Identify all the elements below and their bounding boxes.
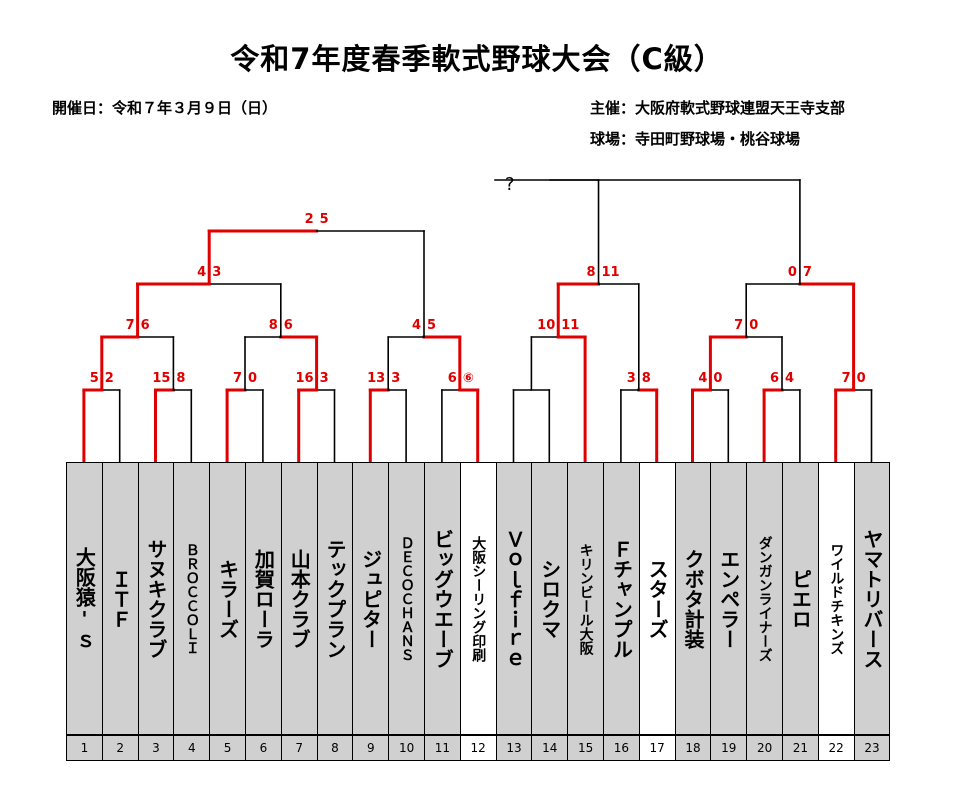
- team-number-8: 8: [316, 735, 354, 761]
- team-name-7: 山本クラブ: [280, 462, 318, 735]
- team-number-19: 19: [710, 735, 748, 761]
- team-name-16: Ｆチャンプル: [603, 462, 640, 735]
- team-name-13: Ｖｏｌｆｉｒｅ: [495, 462, 533, 735]
- team-name-21: ピエロ: [782, 462, 819, 735]
- team-number-11: 11: [424, 735, 461, 761]
- team-number-9: 9: [352, 735, 390, 761]
- m5-score-b: 3: [391, 371, 401, 386]
- m15-score-a: 4: [411, 318, 421, 333]
- team-number-17: 17: [638, 735, 676, 761]
- team-number-4: 4: [173, 735, 211, 761]
- m19-score-a: 0: [787, 265, 797, 280]
- m15-score-b: 5: [427, 318, 437, 333]
- m8-score-a: 10: [537, 318, 556, 333]
- team-number-7: 7: [280, 735, 318, 761]
- team-name-9: ジュピター: [352, 462, 390, 735]
- m20-score-b: 5: [319, 212, 329, 227]
- team-name-20: ダンガンライナーズ: [746, 462, 783, 735]
- team-number-18: 18: [674, 735, 712, 761]
- team-number-22: 22: [817, 735, 855, 761]
- team-number-21: 21: [782, 735, 819, 761]
- m9-score-a: 3: [626, 371, 636, 386]
- team-name-14: シロクマ: [531, 462, 569, 735]
- page-title: 令和7年度春季軟式野球大会（C級）: [230, 42, 724, 76]
- m2-score-b: 8: [176, 371, 186, 386]
- m1-score-b: 2: [104, 371, 114, 386]
- team-name-12: 大阪シーリング印刷: [459, 462, 497, 735]
- m10-score-b: 0: [713, 371, 723, 386]
- team-name-18: クボタ計装: [674, 462, 712, 735]
- m4-score-b: 3: [319, 371, 329, 386]
- m20-score-a: 2: [304, 212, 314, 227]
- team-name-23: ヤマトリバース: [853, 462, 891, 735]
- team-name-4: ＢＲＯＣＣＯＬＩ: [173, 462, 211, 735]
- team-number-16: 16: [603, 735, 640, 761]
- team-number-12: 12: [459, 735, 497, 761]
- organizer: 主催：大阪府軟式野球連盟天王寺支部: [590, 99, 846, 117]
- m19-score-b: 7: [802, 265, 812, 280]
- team-name-5: キラーズ: [209, 462, 246, 735]
- team-name-17: スターズ: [638, 462, 676, 735]
- m11-score-b: 4: [785, 371, 795, 386]
- m8-score-b: 11: [561, 318, 580, 333]
- team-number-13: 13: [495, 735, 533, 761]
- team-number-5: 5: [209, 735, 246, 761]
- team-name-8: テックプラン: [316, 462, 354, 735]
- m3-score-b: 0: [248, 371, 258, 386]
- team-number-2: 2: [101, 735, 139, 761]
- m16-score-a: 8: [586, 265, 596, 280]
- m6-score-b: ⑥: [462, 371, 474, 386]
- m14-score-a: 8: [268, 318, 278, 333]
- team-number-23: 23: [853, 735, 891, 761]
- m18-score-a: 4: [197, 265, 207, 280]
- team-number-14: 14: [531, 735, 569, 761]
- m17-score-b: 0: [749, 318, 759, 333]
- team-name-6: 加賀ローラ: [245, 462, 282, 735]
- team-name-10: ＤＥＣＯＣＨＡＮＳ: [388, 462, 425, 735]
- team-name-22: ワイルドチキンズ: [817, 462, 855, 735]
- m17-score-a: 7: [734, 318, 744, 333]
- team-number-15: 15: [567, 735, 604, 761]
- m4-score-a: 16: [295, 371, 314, 386]
- m11-score-a: 6: [769, 371, 779, 386]
- team-name-19: エンペラー: [710, 462, 748, 735]
- team-number-3: 3: [137, 735, 175, 761]
- m13-score-b: 6: [140, 318, 150, 333]
- m13-score-a: 7: [125, 318, 135, 333]
- team-name-1: 大阪猿'ｓ: [66, 462, 103, 735]
- team-number-10: 10: [388, 735, 425, 761]
- m1-score-a: 5: [89, 371, 99, 386]
- team-number-6: 6: [245, 735, 282, 761]
- m9-score-b: 8: [641, 371, 651, 386]
- m18-score-b: 3: [212, 265, 222, 280]
- m10-score-a: 4: [698, 371, 708, 386]
- m14-score-b: 6: [283, 318, 293, 333]
- team-name-15: キリンビール大阪: [567, 462, 604, 735]
- m16-score-b: 11: [601, 265, 620, 280]
- venue: 球場：寺田町野球場・桃谷球場: [590, 130, 801, 148]
- event-date: 開催日：令和７年３月９日（日）: [52, 99, 278, 117]
- m12-score-a: 7: [841, 371, 851, 386]
- m2-score-a: 15: [152, 371, 171, 386]
- team-name-2: ＩＴＦ: [101, 462, 139, 735]
- m5-score-a: 13: [367, 371, 386, 386]
- champion-placeholder: ?: [505, 174, 515, 195]
- team-number-1: 1: [66, 735, 103, 761]
- m6-score-a: 6: [447, 371, 457, 386]
- team-number-20: 20: [746, 735, 783, 761]
- m12-score-b: 0: [856, 371, 866, 386]
- team-name-3: サヌキクラブ: [137, 462, 175, 735]
- m3-score-a: 7: [232, 371, 242, 386]
- team-name-11: ビッグウエーブ: [424, 462, 461, 735]
